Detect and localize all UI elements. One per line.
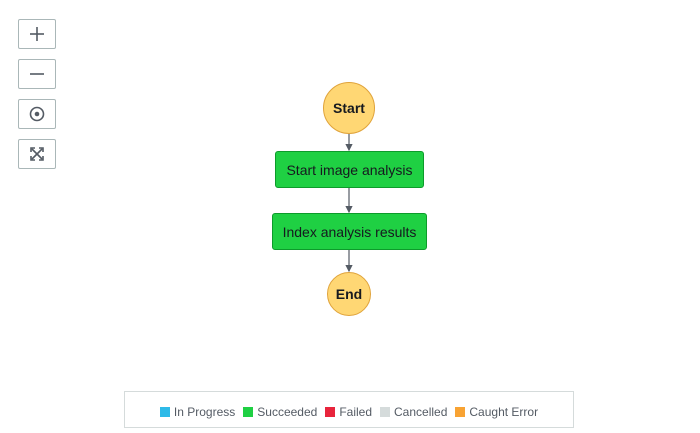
legend-item-failed: Failed [325, 405, 372, 419]
legend-label: Caught Error [469, 404, 539, 419]
legend-swatch [159, 406, 170, 417]
end-node[interactable]: End [327, 272, 371, 316]
legend-label: In Progress [173, 404, 236, 419]
step-index-analysis-results[interactable]: Index analysis results [272, 213, 427, 250]
legend-item-in-progress: In Progress [159, 404, 236, 419]
legend-swatch [243, 406, 254, 417]
legend-label: Succeeded [257, 404, 318, 419]
plus-icon [30, 27, 44, 41]
fit-to-screen-button[interactable] [18, 139, 56, 169]
step-label: Start image analysis [286, 161, 413, 178]
legend-swatch [380, 406, 390, 417]
legend-swatch [455, 406, 466, 417]
legend-item-caught-error: Caught Error [455, 405, 538, 419]
end-node-label: End [335, 286, 363, 302]
expand-icon [30, 147, 44, 161]
workflow-graph[interactable]: Start Start image analysis Index analysi… [0, 0, 700, 380]
minus-icon [30, 73, 44, 75]
status-legend: In Progress Succeeded Failed Cancelled C… [124, 391, 574, 428]
start-node-label: Start [333, 100, 365, 116]
legend-swatch [325, 406, 336, 417]
legend-label: Failed [339, 404, 372, 419]
target-icon [29, 106, 45, 122]
center-graph-button[interactable] [18, 99, 56, 129]
zoom-in-button[interactable] [18, 19, 56, 49]
zoom-out-button[interactable] [18, 59, 56, 89]
graph-edges [345, 134, 353, 273]
step-label: Index analysis results [282, 223, 417, 240]
legend-label: Cancelled [394, 404, 448, 419]
start-node[interactable]: Start [323, 82, 375, 134]
step-start-image-analysis[interactable]: Start image analysis [275, 151, 424, 188]
legend-item-cancelled: Cancelled [380, 405, 447, 419]
legend-item-succeeded: Succeeded [243, 405, 317, 419]
